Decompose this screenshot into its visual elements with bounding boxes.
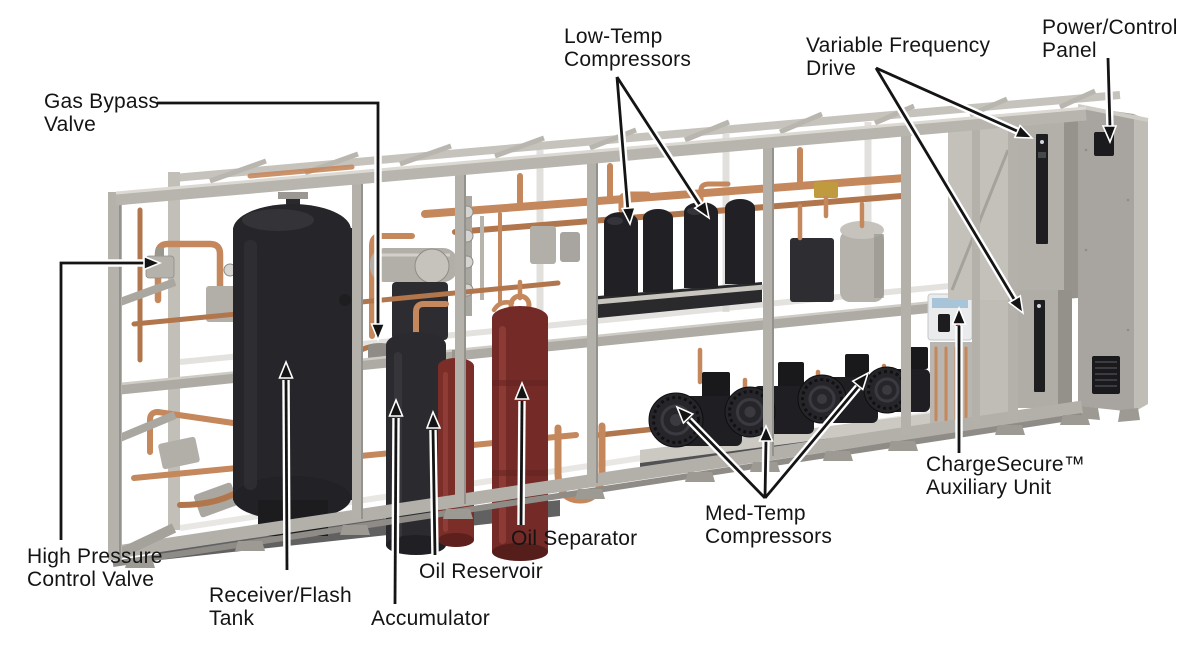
arrowhead-low-temp-2 <box>693 199 711 220</box>
leader-med-temp-compressor-2 <box>763 439 768 499</box>
chargesecure-auxiliary-unit <box>927 293 973 424</box>
leader-vfd-lower <box>874 67 1016 300</box>
label-line: Oil Separator <box>511 527 638 550</box>
arrowhead-med-temp-2 <box>758 423 774 442</box>
label-line: Auxiliary Unit <box>926 476 1052 499</box>
leader-power-control-panel <box>1106 57 1112 129</box>
receiver-flash-tank <box>233 192 352 536</box>
arrowhead-low-temp-1 <box>620 206 637 227</box>
label-line: Tank <box>209 607 255 630</box>
leader-receiver-flash-tank <box>284 379 289 571</box>
arrowhead-high-pressure-control-valve <box>143 255 163 271</box>
leader-high-pressure-control-valve <box>59 261 146 540</box>
power-control-panel <box>1077 104 1149 422</box>
label-line: Variable Frequency <box>806 34 991 57</box>
label-line: Drive <box>806 57 857 80</box>
arrowhead-med-temp-3 <box>851 371 870 391</box>
label-line: Accumulator <box>371 607 490 630</box>
leader-low-temp-compressor-1 <box>615 76 630 212</box>
label-line: High Pressure <box>27 545 163 568</box>
label-line: Control Valve <box>27 568 155 591</box>
arrowhead-gas-bypass-valve <box>370 323 386 343</box>
label-line: Power/Control <box>1042 16 1178 39</box>
label-receiver-flash-tank: Receiver/Flash Tank <box>209 584 352 630</box>
arrowhead-oil-separator <box>514 380 530 400</box>
leader-low-temp-compressor-2 <box>615 76 702 206</box>
label-line: Low-Temp <box>564 25 663 48</box>
arrowhead-accumulator <box>388 397 404 417</box>
label-variable-frequency-drive: Variable Frequency Drive <box>806 34 990 80</box>
label-power-control-panel: Power/Control Panel <box>1042 16 1178 62</box>
arrowhead-med-temp-1 <box>675 405 695 425</box>
leader-med-temp-compressor-1 <box>687 419 767 499</box>
label-oil-separator: Oil Separator <box>511 527 637 550</box>
arrowhead-power-control-panel <box>1101 125 1118 145</box>
label-line: Gas Bypass <box>44 90 160 113</box>
arrowhead-chargesecure <box>951 305 967 325</box>
upper-right-equipment <box>790 182 884 302</box>
label-line: Panel <box>1042 39 1097 62</box>
label-accumulator: Accumulator <box>371 607 490 630</box>
upper-level-equipment <box>131 147 909 363</box>
arrowhead-vfd-upper <box>1013 124 1034 139</box>
label-line: ChargeSecure™ <box>926 453 1086 476</box>
label-line: Valve <box>44 113 96 136</box>
label-line: Oil Reservoir <box>419 560 543 583</box>
label-gas-bypass-valve: Gas Bypass Valve <box>44 90 159 136</box>
callout-leader-lines <box>57 57 1118 605</box>
arrowhead-vfd-lower <box>1007 294 1025 315</box>
label-line: Compressors <box>564 48 692 71</box>
low-temp-compressors <box>595 181 765 318</box>
vent-grille <box>1092 356 1120 394</box>
arrowheads <box>143 124 1118 442</box>
leader-vfd-upper <box>875 66 1018 133</box>
label-oil-reservoir: Oil Reservoir <box>419 560 543 583</box>
lower-left-valves <box>147 409 247 518</box>
label-line: Compressors <box>705 525 833 548</box>
leader-accumulator <box>393 417 398 605</box>
label-line: Med-Temp <box>705 502 806 525</box>
label-line: Receiver/Flash <box>209 584 352 607</box>
leader-oil-separator <box>519 400 524 526</box>
leader-oil-reservoir <box>431 429 437 556</box>
sight-glass-valve <box>814 182 838 198</box>
arrowhead-oil-reservoir <box>425 409 442 429</box>
frame-posts <box>108 115 1018 560</box>
label-med-temp-compressors: Med-Temp Compressors <box>705 502 832 548</box>
label-high-pressure-control-valve: High Pressure Control Valve <box>27 545 163 591</box>
arrowhead-receiver-flash-tank <box>278 359 294 379</box>
variable-frequency-drive-upper <box>1016 120 1078 298</box>
roof-cross-members <box>209 88 1097 184</box>
leader-med-temp-compressor-3 <box>763 386 860 499</box>
leader-gas-bypass-valve <box>157 101 380 326</box>
label-chargesecure-auxiliary-unit: ChargeSecure™ Auxiliary Unit <box>926 453 1085 499</box>
label-low-temp-compressors: Low-Temp Compressors <box>564 25 691 71</box>
